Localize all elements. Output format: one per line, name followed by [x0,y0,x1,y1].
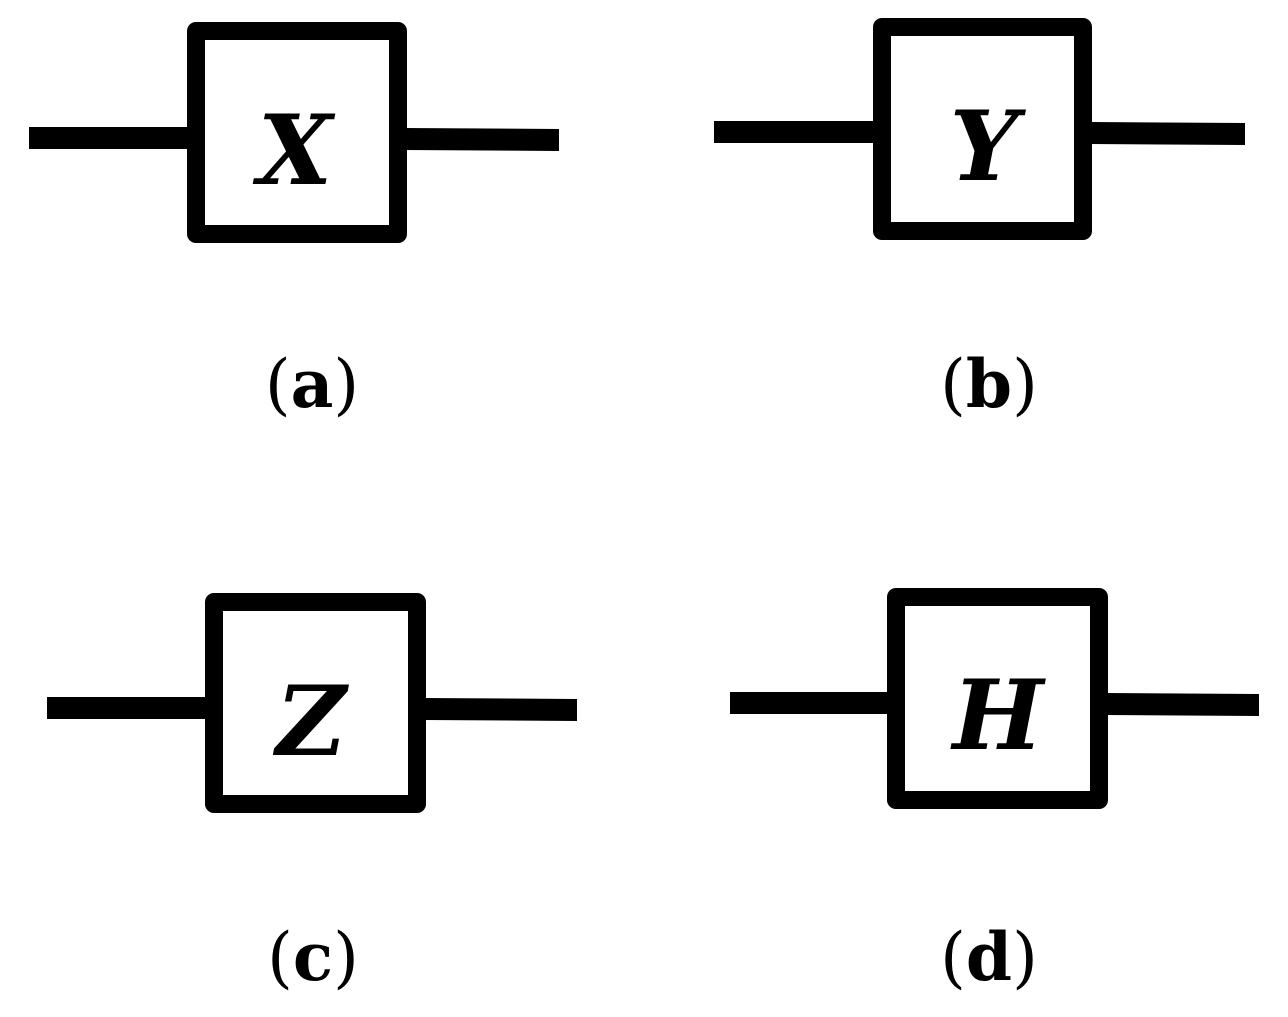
input-wire-c [47,697,209,719]
caption-d-close: ) [1012,919,1038,996]
caption-a-letter: a [291,345,334,423]
gate-symbol-x: X [252,94,336,207]
caption-d-letter: d [966,918,1012,996]
caption-b-open: ( [940,346,966,423]
caption-d-open: ( [940,919,966,996]
caption-a-open: ( [265,346,291,423]
panel-b: Y [714,18,1245,240]
gate-symbol-y: Y [950,90,1027,203]
caption-c-letter: c [293,918,333,996]
caption-b: (b) [940,345,1038,423]
gate-symbol-h: H [950,659,1047,772]
caption-c-close: ) [333,919,359,996]
caption-b-close: ) [1012,346,1038,423]
gate-box-a-interior [205,40,389,225]
input-wire-b [714,121,876,143]
output-wire-b [1089,122,1245,145]
caption-d: (d) [940,918,1038,996]
caption-c: (c) [267,918,359,996]
caption-a-close: ) [333,346,359,423]
gate-box-c-interior [223,611,408,795]
panel-a: X [29,22,559,243]
caption-a: (a) [265,345,359,423]
input-wire-a [29,127,190,149]
caption-b-letter: b [966,345,1012,423]
gate-box-d-interior [905,606,1090,791]
caption-c-open: ( [267,919,293,996]
output-wire-c [422,698,577,721]
output-wire-d [1104,693,1259,716]
output-wire-a [403,128,559,151]
panel-d: H [730,588,1259,809]
input-wire-d [730,692,891,714]
gate-box-b-interior [891,36,1074,222]
gate-symbol-z: Z [272,665,349,778]
panel-c: Z [47,593,577,813]
